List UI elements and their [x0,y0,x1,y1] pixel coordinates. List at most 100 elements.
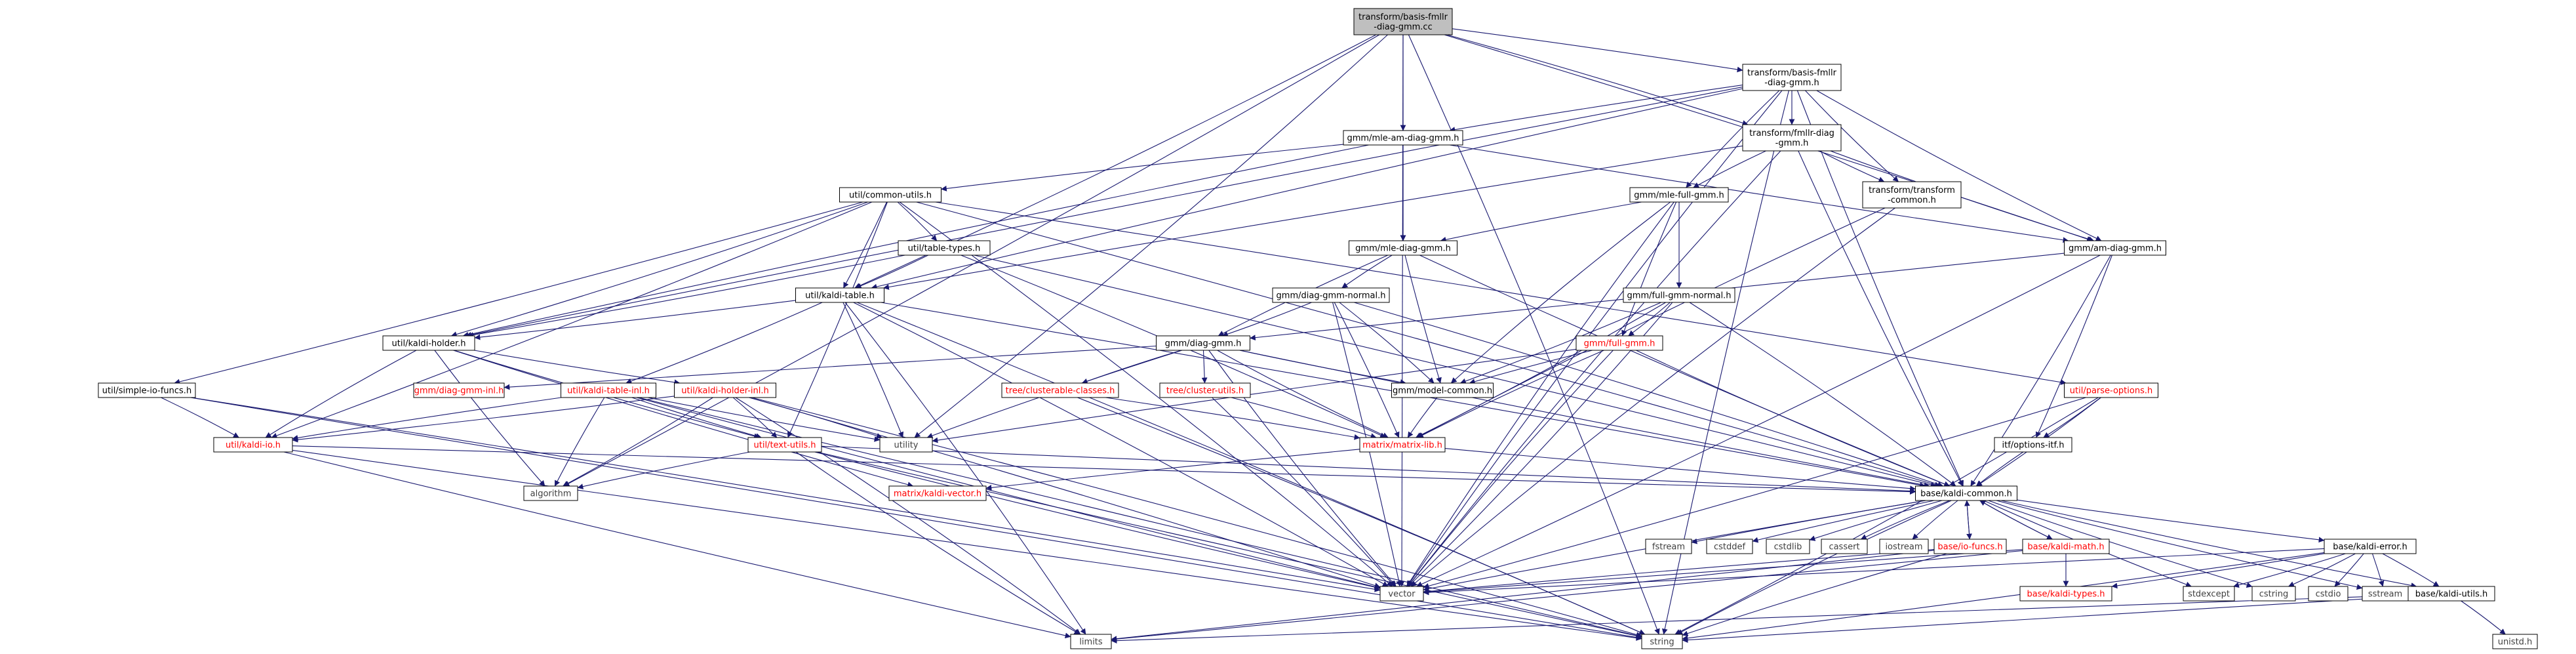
nodes-layer: transform/basis-fmllr-diag-gmm.cc transfo… [98,8,2538,649]
node-amdiag[interactable]: gmm/am-diag-gmm.h [2064,240,2166,256]
node-label-kio-0: util/kaldi-io.h [226,441,281,451]
node-label-cstddef-0: cstddef [1714,542,1746,552]
node-kio[interactable]: util/kaldi-io.h [213,437,293,453]
node-box-iostream [1879,539,1929,554]
node-label-sstream-0: sstream [2368,590,2402,600]
node-label-kalditable-0: util/kaldi-table.h [805,291,875,301]
node-fmllr[interactable]: transform/fmllr-diag-gmm.h [1742,124,1842,152]
edge-bfh-to-mlefull [1686,90,1780,188]
node-label-kmath-0: base/kaldi-math.h [2027,542,2104,552]
node-mlefull[interactable]: gmm/mle-full-gmm.h [1629,187,1729,203]
node-fgnormal[interactable]: gmm/full-gmm-normal.h [1623,287,1735,303]
edge-kerror-to-cstdio [2334,553,2364,587]
node-box-stdexcept [2183,586,2235,602]
edge-kalditable-to-vector [853,302,1389,587]
node-simpleio[interactable]: util/simple-io-funcs.h [98,382,196,398]
node-label-common-0: util/common-utils.h [849,191,932,201]
node-stdexcept: stdexcept [2183,586,2235,602]
node-box-algorithm [523,485,578,501]
edge-textutils-to-vector [814,451,1381,590]
node-limits: limits [1070,634,1112,649]
node-mleam[interactable]: gmm/mle-am-diag-gmm.h [1343,130,1463,146]
node-box-kcommon [1915,485,2017,501]
node-box-root [1353,8,1453,35]
node-box-matrixlib [1359,437,1446,453]
node-unistd: unistd.h [2492,634,2538,649]
node-label-kvector-0: matrix/kaldi-vector.h [894,489,981,499]
edge-root-to-fmllr [1446,34,1749,126]
node-box-mlefull [1629,187,1729,203]
edge-root-to-utility [914,34,1388,438]
edge-clusterutils-to-vector [1212,397,1395,587]
node-label-cstdio-0: cstdio [2316,590,2341,600]
node-ktypes[interactable]: base/kaldi-types.h [2019,586,2112,602]
node-label-kholder-0: util/kaldi-holder.h [392,339,466,349]
node-kutils[interactable]: base/kaldi-utils.h [2408,586,2495,602]
edge-kerror-to-cstring [2288,553,2356,587]
node-common[interactable]: util/common-utils.h [839,187,941,203]
node-box-textutils [747,437,822,453]
node-kcommon[interactable]: base/kaldi-common.h [1915,485,2017,501]
node-matrixlib[interactable]: matrix/matrix-lib.h [1359,437,1446,453]
node-itf[interactable]: itf/options-itf.h [1994,437,2072,453]
node-diaggmm[interactable]: gmm/diag-gmm.h [1156,335,1250,351]
node-tabletypes[interactable]: util/table-types.h [898,240,991,256]
node-kerror[interactable]: base/kaldi-error.h [2324,539,2417,554]
node-label-cstdlib-0: cstdlib [1774,542,1802,552]
node-ttc[interactable]: transform/transform-common.h [1862,181,1962,209]
edge-fgnormal-to-matrixlib [1416,302,1666,438]
node-box-tabletypes [898,240,991,256]
node-mlediag[interactable]: gmm/mle-diag-gmm.h [1349,240,1457,256]
node-label-diaggmm-0: gmm/diag-gmm.h [1165,339,1242,349]
node-kalditable[interactable]: util/kaldi-table.h [795,287,884,303]
edge-kholderinl-to-limits [735,397,1081,635]
edge-ktableinl-to-utility [648,397,881,442]
node-box-kerror [2324,539,2417,554]
node-box-bfh [1742,64,1842,91]
node-bfh[interactable]: transform/basis-fmllr-diag-gmm.h [1742,64,1842,91]
edge-kholder-to-kholderinl [474,350,681,386]
node-root[interactable]: transform/basis-fmllr-diag-gmm.cc [1353,8,1453,35]
edge-common-to-kholder [450,201,868,337]
edge-fgnormal-to-kcommon [1689,302,1956,487]
node-ktableinl[interactable]: util/kaldi-table-inl.h [561,382,656,398]
node-label-fstream-0: fstream [1652,542,1685,552]
node-fullgmm[interactable]: gmm/full-gmm.h [1575,335,1663,351]
node-box-fstream [1645,539,1692,554]
node-modelcommon[interactable]: gmm/model-common.h [1391,382,1494,398]
edge-diaggmm-to-clusterutils [1201,350,1208,384]
node-box-string [1641,634,1683,649]
edge-mlediag-to-dgnormal [1341,255,1393,289]
node-kholder[interactable]: util/kaldi-holder.h [382,335,475,351]
node-vector: vector [1379,586,1424,602]
node-box-iofuncs [1933,539,2007,554]
node-box-ttc [1862,181,1962,209]
edge-ktableinl-to-string [639,397,1642,639]
node-kholderinl[interactable]: util/kaldi-holder-inl.h [674,382,776,398]
edge-parseopt-to-itf [2043,397,2101,438]
node-clustercls[interactable]: tree/clusterable-classes.h [1001,382,1119,398]
edge-kerror-to-stdexcept [2233,553,2346,588]
node-label-bfh-0: transform/basis-fmllr [1747,68,1837,78]
edge-kholder-to-kio [265,350,417,438]
node-dgnormal[interactable]: gmm/diag-gmm-normal.h [1272,287,1390,303]
edge-fmllr-to-kalditable [883,145,1743,290]
node-parseopt[interactable]: util/parse-options.h [2064,382,2158,398]
edge-kcommon-to-string [1676,500,1952,635]
edge-diaggmm-to-diaginl [504,345,1157,390]
edge-bfh-to-ttc [1804,90,1899,182]
node-textutils[interactable]: util/text-utils.h [747,437,822,453]
node-cstddef: cstddef [1706,539,1753,554]
node-box-modelcommon [1391,382,1494,398]
edge-tabletypes-to-kholder [467,255,905,338]
edge-fmllr-to-ttc [1819,150,1885,182]
node-clusterutils[interactable]: tree/cluster-utils.h [1159,382,1251,398]
node-diaginl[interactable]: gmm/diag-gmm-inl.h [413,382,505,398]
edge-ktableinl-to-kio [292,397,562,441]
node-kmath[interactable]: base/kaldi-math.h [2022,539,2110,554]
edge-textutils-to-limits [795,451,1080,635]
edge-mlefull-to-fullgmm [1621,201,1677,337]
node-iofuncs[interactable]: base/io-funcs.h [1933,539,2007,554]
edge-common-to-kio [271,201,873,439]
node-kvector[interactable]: matrix/kaldi-vector.h [888,485,987,501]
